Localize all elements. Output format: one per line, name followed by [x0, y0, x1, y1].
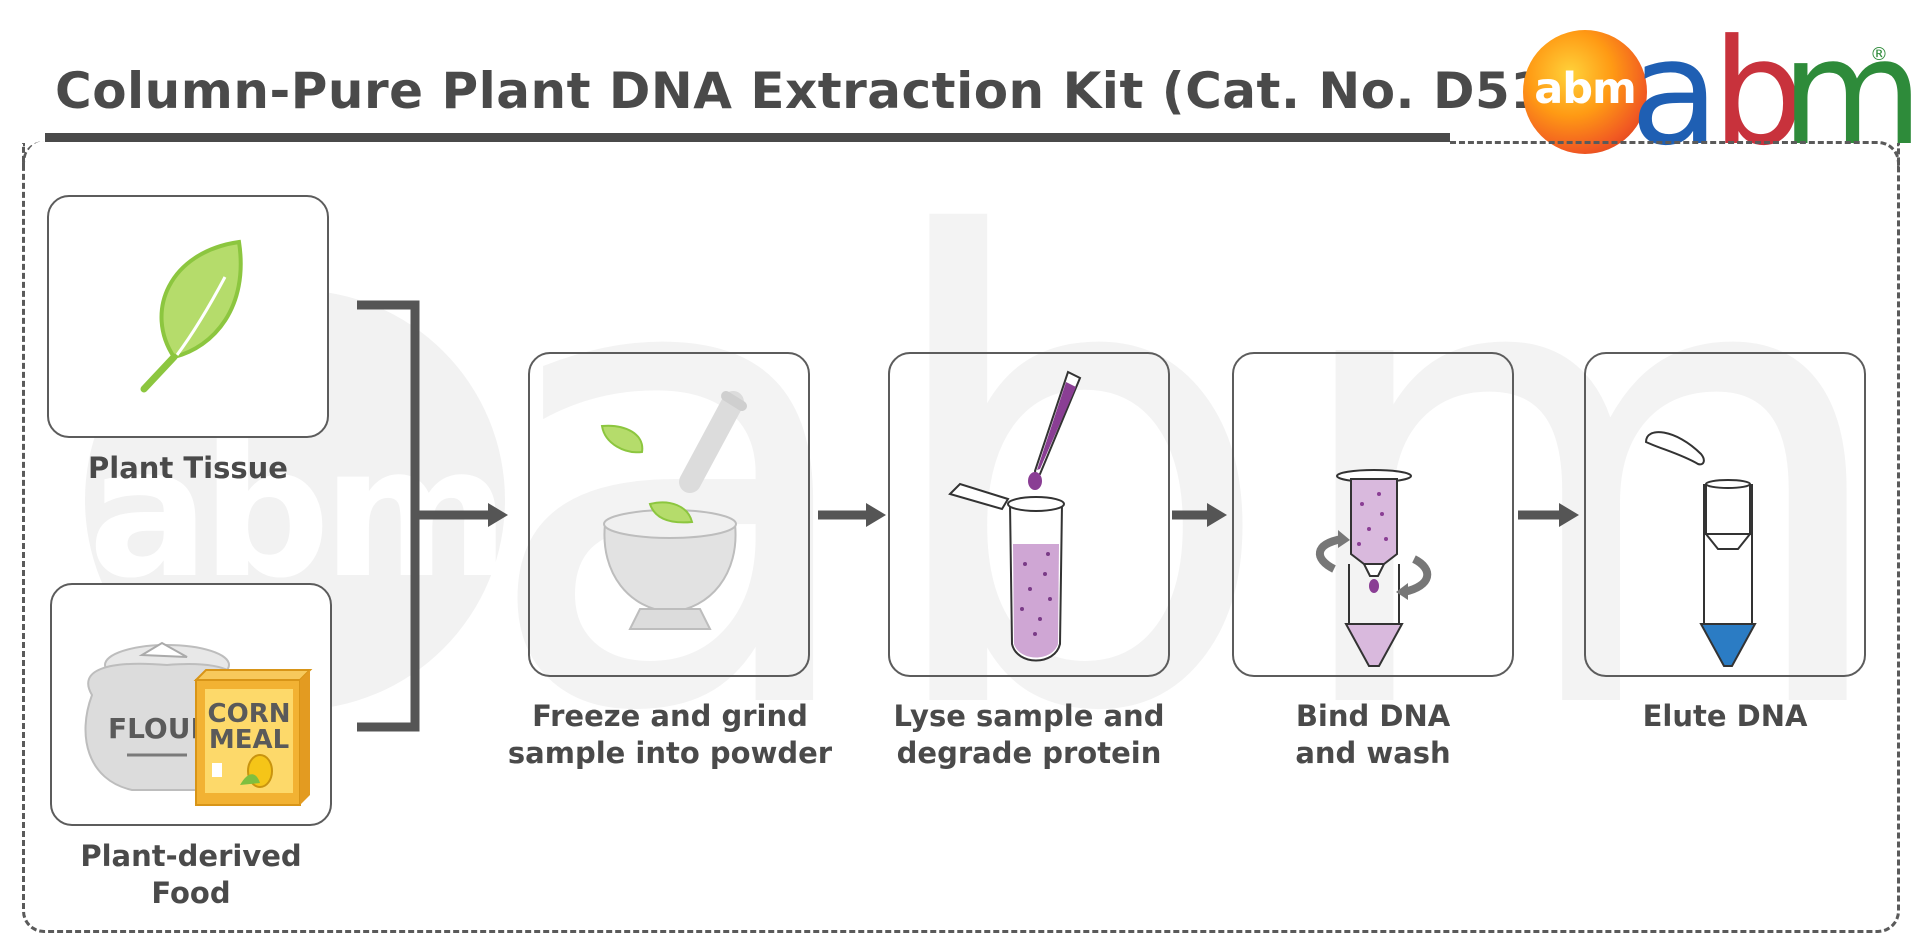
diagram-frame [22, 143, 1900, 933]
diagram-frame-corner [22, 141, 46, 169]
flour-cornmeal-icon: FLOUR CORN MEAL [84, 641, 313, 806]
registered-mark: ® [1870, 44, 1888, 65]
plant-food-label: Plant-derived Food [50, 838, 332, 912]
step-grind-line1: Freeze and grind [532, 699, 808, 733]
step-bind-label: Bind DNA and wash [1232, 698, 1514, 772]
plant-food-label-line2: Food [151, 876, 231, 910]
step-grind-label: Freeze and grind sample into powder [505, 698, 835, 772]
step-grind-line2: sample into powder [507, 736, 833, 770]
spin-column-icon [1315, 469, 1432, 667]
plant-food-box: FLOUR CORN MEAL [50, 583, 332, 826]
abm-badge-icon [1523, 30, 1647, 154]
merge-bracket [357, 300, 420, 732]
step-lyse-line1: Lyse sample and [893, 699, 1165, 733]
step-grind-box [528, 352, 810, 677]
pipette-tube-icon [948, 370, 1082, 662]
cornmeal-text-2: MEAL [209, 725, 289, 755]
svg-text:abm: abm [479, 106, 1901, 851]
step-bind-line1: Bind DNA [1295, 699, 1451, 733]
abm-badge-text: abm [1534, 64, 1637, 114]
plant-tissue-label: Plant Tissue [88, 451, 288, 485]
arrow-to-step-3 [1172, 503, 1227, 527]
step-lyse-box [888, 352, 1170, 677]
cornmeal-text-1: CORN [208, 699, 291, 729]
diagram-frame-top [1450, 141, 1900, 169]
page-title: Column-Pure Plant DNA Extraction Kit (Ca… [55, 62, 1605, 120]
mortar-pestle-icon [600, 391, 747, 630]
leaf-icon [140, 239, 243, 393]
plant-food-label-line1: Plant-derived [80, 839, 302, 873]
step-elute-box [1584, 352, 1866, 677]
step-elute-line1: Elute DNA [1642, 699, 1808, 733]
step-elute-label: Elute DNA [1584, 698, 1866, 735]
arrow-to-step-4 [1518, 503, 1579, 527]
step-lyse-line2: degrade protein [896, 736, 1162, 770]
step-bind-line2: and wash [1295, 736, 1451, 770]
elution-tube-icon [1644, 431, 1757, 667]
step-bind-box [1232, 352, 1514, 677]
arrow-to-step-2 [818, 503, 886, 527]
step-lyse-label: Lyse sample and degrade protein [868, 698, 1190, 772]
flour-text: FLOUR [108, 712, 212, 745]
title-underline [45, 133, 1450, 142]
plant-tissue-box [47, 195, 329, 438]
arrow-to-step-1 [415, 503, 508, 527]
